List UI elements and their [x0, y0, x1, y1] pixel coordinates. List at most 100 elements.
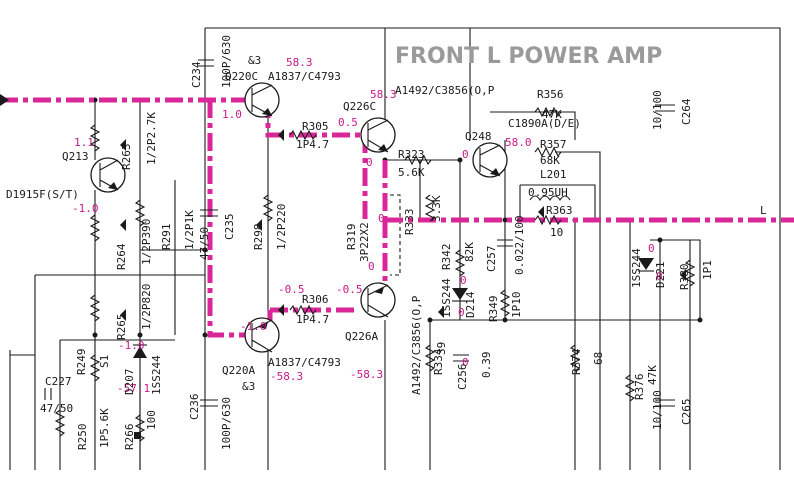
voltage-15: -57.1: [117, 382, 150, 395]
coil-ref: L201: [540, 168, 567, 181]
diode-d214: [452, 288, 468, 302]
c256-ref: C256: [456, 364, 469, 391]
voltage-2: 0.5: [338, 116, 358, 129]
signal-path: [0, 97, 794, 338]
q248-voltage: 58.0: [505, 136, 532, 149]
c257-ref: C257: [485, 246, 498, 273]
r380-value: 1P1: [701, 260, 714, 280]
voltage-14: -1.0: [118, 339, 145, 352]
d207-ref: D207: [123, 369, 136, 396]
c236-ref: C236: [188, 394, 201, 421]
voltage-7: 0: [460, 274, 467, 287]
q226a-ref: Q226A: [345, 330, 378, 343]
c264-value: 10/100: [651, 90, 664, 130]
input-arrow-icon: [0, 94, 9, 106]
r249-value: S1: [98, 355, 111, 368]
q226c-voltage: 58.3: [370, 88, 397, 101]
c265-value: 10/100: [651, 390, 664, 430]
capacitor-c234: [198, 59, 214, 67]
r374-value: 68: [592, 352, 605, 365]
r263-value: 1/2P2.7K: [145, 112, 158, 165]
r334-value: 39: [435, 342, 448, 355]
d214-ref: D214: [464, 291, 477, 318]
transistor-q248: [472, 142, 508, 178]
transistor-q220a: [244, 317, 280, 353]
r266-ref: R266: [123, 424, 136, 451]
c235-ref: C235: [223, 214, 236, 241]
c236-value: 100P/630: [220, 397, 233, 450]
r333-ref: R333: [403, 209, 416, 236]
resistor-symbols: [54, 106, 696, 442]
voltage-3: 0: [366, 156, 373, 169]
voltage-11: -0.5: [278, 283, 305, 296]
voltage-10: 0: [656, 270, 663, 283]
r264-ref: R264: [115, 243, 128, 270]
r333-value: 3.3K: [430, 195, 443, 222]
c234-ref: C234: [190, 61, 203, 88]
d207-part: 1SS244: [150, 355, 163, 395]
capacitor-c265: [655, 399, 675, 407]
r265-value: 1/2P820: [140, 284, 153, 330]
c227-value: 47/50: [40, 402, 73, 415]
coil-value: 0.95UH: [528, 186, 568, 199]
r265-ref: R265: [115, 314, 128, 341]
q248-ref: Q248: [465, 130, 492, 143]
q226c-part: A1492/C3856(O,P: [395, 84, 495, 97]
q220c-mark: &3: [248, 54, 261, 67]
r305-value: 1P4.7: [296, 138, 329, 151]
voltage-1: 1.0: [222, 108, 242, 121]
voltage-12: -0.5: [336, 283, 363, 296]
q213-voltage-bot: -1.0: [72, 202, 99, 215]
r363-ref: R363: [546, 204, 573, 217]
r342-value: 82K: [463, 242, 476, 262]
diode-d207: [133, 344, 147, 358]
r363-value: 10: [550, 226, 563, 239]
capacitor-c235: [200, 209, 218, 217]
c264-ref: C264: [680, 98, 693, 125]
capacitor-c256: [453, 354, 469, 362]
capacitor-c227: [44, 388, 52, 400]
marker-triangles: [120, 129, 686, 439]
q220a-part: A1837/C4793: [268, 356, 341, 369]
rotated-labels: C234 100P/630 R263 1/2P2.7K R264 1/2P390…: [75, 35, 714, 450]
r298-ref: R298: [252, 224, 265, 251]
c257-value: 0.022/100: [513, 215, 526, 275]
c227-ref: C227: [45, 375, 72, 388]
r306-ref: R306: [302, 293, 329, 306]
d221-part: 1SS244: [630, 248, 643, 288]
r356-ref: R356: [537, 88, 564, 101]
r298-value: 1/2P220: [275, 204, 288, 250]
q220a-ref: Q220A: [222, 364, 255, 377]
r374-ref: R374: [570, 348, 583, 375]
r264-value: 1/2P390: [140, 219, 153, 265]
diode-d221: [638, 258, 654, 272]
q220c-part: A1837/C4793: [268, 70, 341, 83]
voltage-8: 0: [458, 306, 465, 319]
output-label: L: [760, 204, 767, 217]
voltage-9: 0: [648, 242, 655, 255]
r323-value: 5.6K: [398, 166, 425, 179]
q220a-voltage: -58.3: [270, 370, 303, 383]
capacitor-c257: [497, 239, 513, 247]
d221-ref: D221: [654, 262, 667, 289]
c235-value: 47/50: [198, 227, 211, 260]
q213-voltage-top: 1.1: [74, 136, 94, 149]
r319-ref: R319: [345, 224, 358, 251]
r342-ref: R342: [440, 244, 453, 271]
r319-value: 3P22X2: [358, 222, 371, 262]
r376-ref: R376: [633, 374, 646, 401]
q213-ref: Q213: [62, 150, 89, 163]
transistor-q226a: [360, 282, 396, 318]
page-title: FRONT L POWER AMP: [395, 44, 662, 69]
q226a-part: A1492/C3856(O,P: [410, 295, 423, 395]
r380-ref: R380: [678, 264, 691, 291]
q226c-ref: Q226C: [343, 100, 376, 113]
d214-part: 1SS244: [440, 278, 453, 318]
r266-value: 100: [145, 410, 158, 430]
r323-ref: R323: [398, 148, 425, 161]
r357-ref: R357: [540, 138, 567, 151]
c265-ref: C265: [680, 399, 693, 426]
r305-ref: R305: [302, 120, 329, 133]
r376-value: 47K: [646, 365, 659, 385]
